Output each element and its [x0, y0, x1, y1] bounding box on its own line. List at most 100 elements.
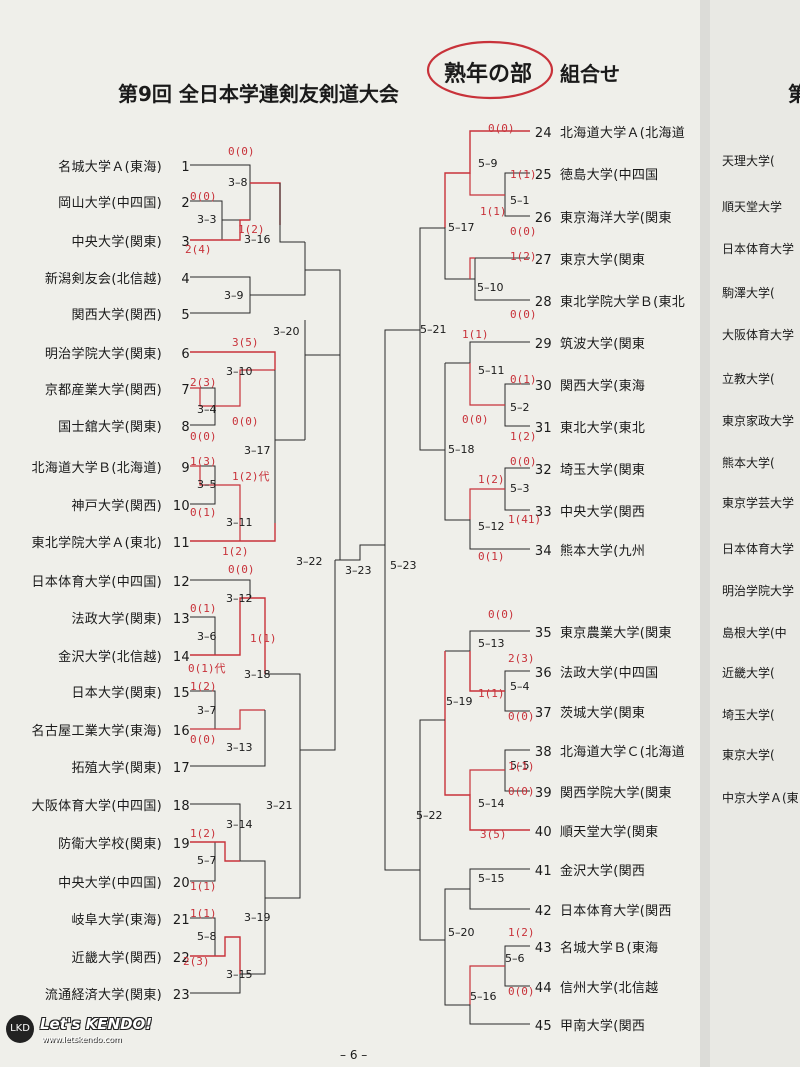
team-name: 近畿大学(関西) [71, 951, 162, 966]
team-number: 16 [172, 724, 190, 739]
team-number: 10 [172, 499, 190, 514]
handwritten-score: 1(2) [508, 926, 535, 939]
bracket-line [300, 560, 336, 751]
page-number: – 6 – [340, 1048, 368, 1062]
team-number: 22 [172, 951, 190, 966]
left-team-entry: 日本体育大学(中四国)12 [32, 571, 190, 590]
team-name: 東北大学(東北 [560, 421, 646, 436]
event-title: 第9回 全日本学連剣友剣道大会 [118, 82, 399, 106]
match-label: 5–10 [477, 281, 504, 294]
match-label: 3–12 [226, 592, 253, 605]
team-number: 29 [534, 337, 552, 352]
next-page-team: 東京学芸大学 [722, 496, 795, 510]
handwritten-score: 1(1) [510, 168, 537, 181]
next-page-team: 大阪体育大学 [722, 328, 795, 342]
match-label: 5–19 [446, 695, 473, 708]
match-label: 3–9 [224, 289, 244, 302]
bracket-line [190, 219, 250, 241]
team-name: 徳島大学(中四国 [560, 168, 659, 183]
next-page-team: 順天堂大学 [722, 200, 783, 214]
bracket-line [445, 341, 530, 364]
handwritten-score: 0(1) [478, 550, 505, 563]
next-page-team: 中京大学Ａ(東 [722, 791, 799, 805]
bracket-line [190, 710, 266, 767]
match-label: 3–8 [228, 176, 248, 189]
left-team-entry: 金沢大学(北信越)14 [58, 646, 190, 665]
team-number: 17 [172, 761, 190, 776]
team-number: 33 [534, 505, 552, 520]
team-name: 明治学院大学(関東) [44, 347, 162, 362]
bracket-line [444, 980, 530, 1025]
handwritten-score: 0(1) [190, 602, 217, 615]
handwritten-score: 0(0) [232, 415, 259, 428]
handwritten-score: 2(4) [185, 243, 212, 256]
team-name: 信州大学(北信越 [560, 981, 659, 996]
handwritten-score: 0(0) [508, 710, 535, 723]
left-team-entry: 岐阜大学(東海)21 [71, 909, 190, 928]
team-name: 岐阜大学(東海) [71, 913, 162, 928]
handwritten-score: 0(0) [190, 190, 217, 203]
left-team-entry: 国士舘大学(関東)8 [58, 416, 190, 435]
next-page-team: 明治学院大学 [722, 584, 795, 598]
handwritten-score: 0(1) [190, 506, 217, 519]
next-page-team: 島根大学(中 [722, 626, 787, 640]
bracket-line [444, 450, 530, 550]
next-page-team: 熊本大学( [722, 456, 775, 470]
handwritten-score: 3(5) [480, 828, 507, 841]
bracket-line [250, 182, 281, 225]
left-team-entry: 近畿大学(関西) 22 [71, 947, 190, 966]
team-number: 12 [172, 575, 190, 590]
team-name: 甲南大学(関西 [560, 1019, 646, 1034]
right-team-entry: 33 中央大学(関西 [530, 501, 645, 520]
next-page-team: 近畿大学( [722, 666, 775, 680]
team-number: 19 [172, 837, 190, 852]
handwritten-score: 0(0) [508, 985, 535, 998]
handwritten-score: 1(2) [238, 223, 265, 236]
team-name: 岡山大学(中四国) [58, 196, 162, 211]
match-label: 3–6 [197, 630, 217, 643]
bracket-line [190, 465, 241, 541]
team-number: 14 [172, 650, 190, 665]
next-page-team: 駒澤大学( [722, 286, 775, 300]
team-number: 15 [172, 686, 190, 701]
bracket-suffix: 組合せ [560, 62, 620, 86]
team-name: 中央大学(関西 [560, 505, 646, 520]
bracket-line [335, 544, 385, 561]
match-label: 5–1 [510, 194, 530, 207]
team-number: 3 [181, 235, 190, 250]
left-team-entry: 中央大学(関東)3 [71, 231, 190, 250]
team-name: 名城大学Ｂ(東海 [560, 941, 659, 956]
team-name: 名城大学Ａ(東海) [58, 160, 162, 175]
handwritten-score: 2(3) [190, 376, 217, 389]
team-number: 9 [181, 461, 190, 476]
match-label: 5–22 [416, 809, 443, 822]
bracket-line [305, 269, 341, 430]
bracket-line [190, 803, 241, 861]
team-number: 4 [181, 272, 190, 287]
handwritten-score: 0(0) [510, 225, 537, 238]
team-number: 45 [534, 1019, 552, 1034]
bracket-line [469, 651, 505, 692]
team-name: 関西大学(関西) [71, 308, 162, 323]
handwritten-score: 1(1) [190, 880, 217, 893]
next-page-team: 東京家政大学 [722, 414, 795, 428]
bracket-line [250, 597, 266, 674]
team-number: 20 [172, 876, 190, 891]
match-label: 3–4 [197, 403, 217, 416]
team-number: 24 [534, 126, 552, 141]
kendo-logo-icon: LKD [6, 1015, 34, 1043]
handwritten-score: 1(2) [222, 545, 249, 558]
handwritten-score: 0(0) [488, 122, 515, 135]
team-name: 北海道大学Ｃ(北海道 [560, 745, 686, 760]
handwritten-score: 0(0) [228, 145, 255, 158]
next-page-team: 日本体育大学 [722, 542, 795, 556]
match-label: 3–11 [226, 516, 253, 529]
next-page-team: 東京大学( [722, 748, 775, 762]
handwritten-score: 1(1) [480, 205, 507, 218]
